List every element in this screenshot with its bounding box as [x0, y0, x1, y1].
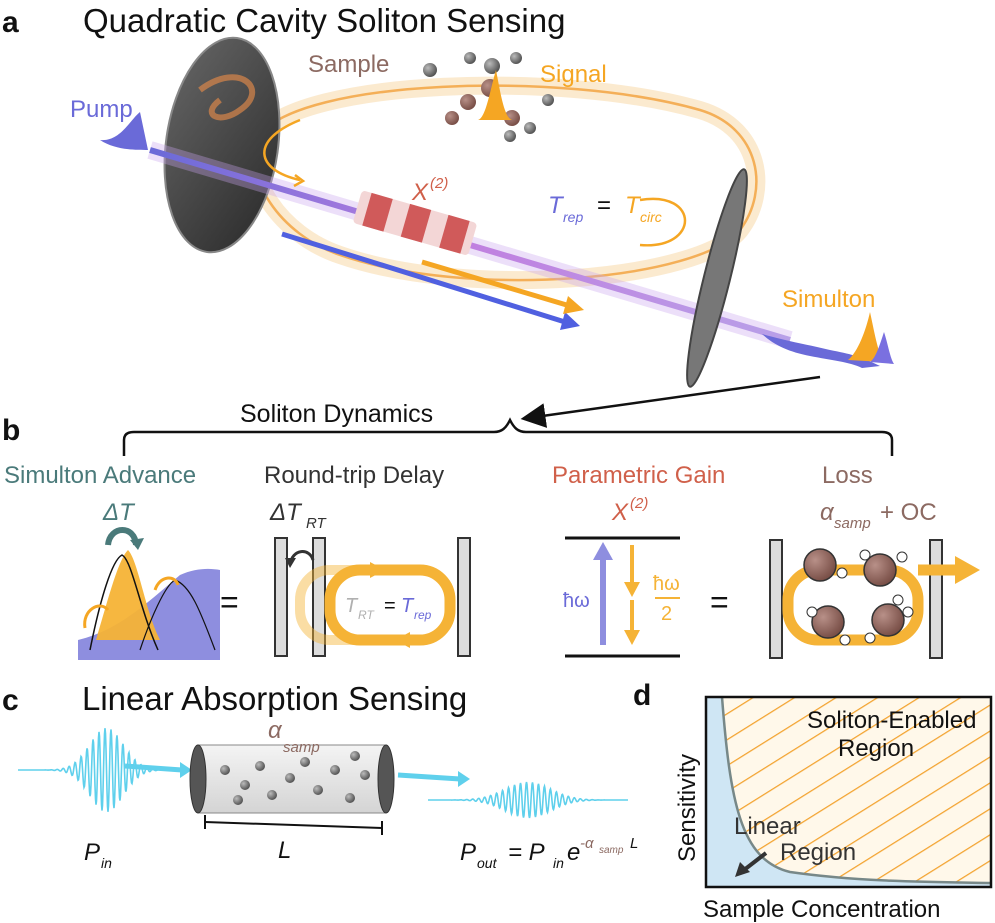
output-coupler-mirror — [686, 168, 748, 388]
equals-2: = — [710, 584, 729, 620]
pout-exp-sub: samp — [599, 845, 624, 856]
panel-a: a Quadratic Cavity Soliton Sensing Pump … — [2, 2, 894, 428]
panel-d: d Soliton-Enabled Region Linear Region S… — [633, 679, 993, 923]
pout-exp: -α — [580, 835, 594, 852]
delay-title: Round-trip Delay — [264, 462, 444, 489]
panel-a-title: Quadratic Cavity Soliton Sensing — [83, 2, 565, 39]
trep-sub: rep — [563, 209, 583, 225]
gain-title: Parametric Gain — [552, 462, 725, 489]
boundary-curve — [720, 696, 992, 885]
delay-symbol: ΔT — [269, 499, 303, 526]
dynamics-pointer-arrow — [520, 375, 821, 428]
loss-title: Loss — [822, 462, 873, 489]
output-arrow — [397, 772, 461, 782]
trep-b-label: T — [401, 595, 415, 617]
panel-c-title: Linear Absorption Sensing — [82, 680, 467, 717]
loss-alpha: α — [820, 499, 835, 526]
crystal-icon — [353, 191, 477, 255]
tcirc-label: T — [625, 192, 642, 219]
chi2-sup: (2) — [430, 175, 448, 192]
dynamics-brace — [122, 417, 894, 456]
gain-sup: (2) — [630, 495, 648, 512]
panel-a-letter: a — [2, 6, 19, 39]
soliton-region-label-2: Region — [838, 735, 914, 762]
loss-sub: samp — [834, 515, 871, 532]
sample-label: Sample — [308, 51, 389, 78]
linear-region-area — [706, 697, 991, 887]
advance-pulse-diagram — [78, 527, 220, 660]
molecule-icon — [423, 52, 554, 142]
simulton-label: Simulton — [782, 286, 875, 313]
arrow-icon — [742, 851, 768, 872]
alpha-label: α — [268, 717, 283, 744]
equals-1: = — [220, 584, 239, 620]
panel-d-letter: d — [633, 679, 651, 712]
pin-label: P — [84, 839, 100, 866]
pout-in: in — [553, 855, 564, 871]
sample-cell-icon — [189, 744, 395, 814]
trep-label: T — [548, 192, 565, 219]
panel-b: b Soliton Dynamics Simulton Advance ΔT R… — [2, 400, 980, 660]
mirror-glow — [198, 74, 256, 121]
advance-symbol: ΔT — [102, 499, 136, 526]
cavity-mirror-icon — [163, 36, 281, 254]
sensitivity-axis-label: Sensitivity — [674, 754, 701, 862]
tcirc-sub: circ — [640, 209, 662, 225]
length-bar — [204, 821, 383, 829]
linear-region-label-2: Region — [780, 839, 856, 866]
input-arrow — [124, 763, 183, 773]
alpha-sub: samp — [283, 739, 320, 756]
advance-title: Simulton Advance — [4, 462, 196, 489]
chi2-label: X — [411, 179, 429, 206]
gain-symbol: X — [611, 499, 629, 526]
pout-label: P — [460, 839, 476, 866]
hw-half-num: ħω — [653, 573, 680, 595]
dynamics-heading: Soliton Dynamics — [240, 400, 433, 428]
loss-rest: + OC — [880, 499, 937, 526]
output-pulse-icon — [428, 781, 628, 819]
length-label: L — [278, 837, 291, 864]
cavity-mirror-icon — [274, 537, 471, 657]
loop-arrow-right — [639, 197, 687, 247]
signal-label: Signal — [540, 61, 607, 88]
pulse-icon — [100, 112, 148, 150]
pout-eq: = P — [508, 839, 545, 866]
pout-exp-L: L — [630, 835, 638, 852]
arrow-icon — [281, 231, 584, 330]
panel-c-letter: c — [2, 684, 19, 717]
loop-arrow-left — [263, 118, 301, 182]
trt-sub: RT — [358, 608, 375, 622]
trt-equals: = — [384, 595, 396, 617]
trep-equals: = — [597, 192, 611, 219]
signal-peak-icon — [478, 70, 512, 120]
linear-region-label-1: Linear — [734, 813, 801, 840]
concentration-axis-label: Sample Concentration — [703, 896, 940, 923]
hw-half-den: 2 — [661, 603, 672, 625]
pin-sub: in — [101, 855, 112, 871]
loss-cavity-diagram — [769, 539, 980, 659]
hw-label: ħω — [563, 590, 590, 612]
panel-c: c Linear Absorption Sensing α samp L — [2, 680, 638, 871]
energy-level-diagram — [565, 536, 680, 658]
trep-b-sub: rep — [414, 608, 432, 622]
soliton-region-label-1: Soliton-Enabled — [807, 707, 976, 734]
pump-label: Pump — [70, 96, 133, 123]
delay-sub: RT — [306, 515, 328, 532]
trt-label: T — [345, 595, 359, 617]
plot-frame — [704, 695, 993, 889]
panel-b-letter: b — [2, 414, 20, 447]
molecule-icon — [803, 548, 914, 646]
pout-e: e — [567, 839, 580, 866]
pout-sub: out — [477, 855, 498, 871]
simulton-pulse-icon — [762, 312, 894, 368]
